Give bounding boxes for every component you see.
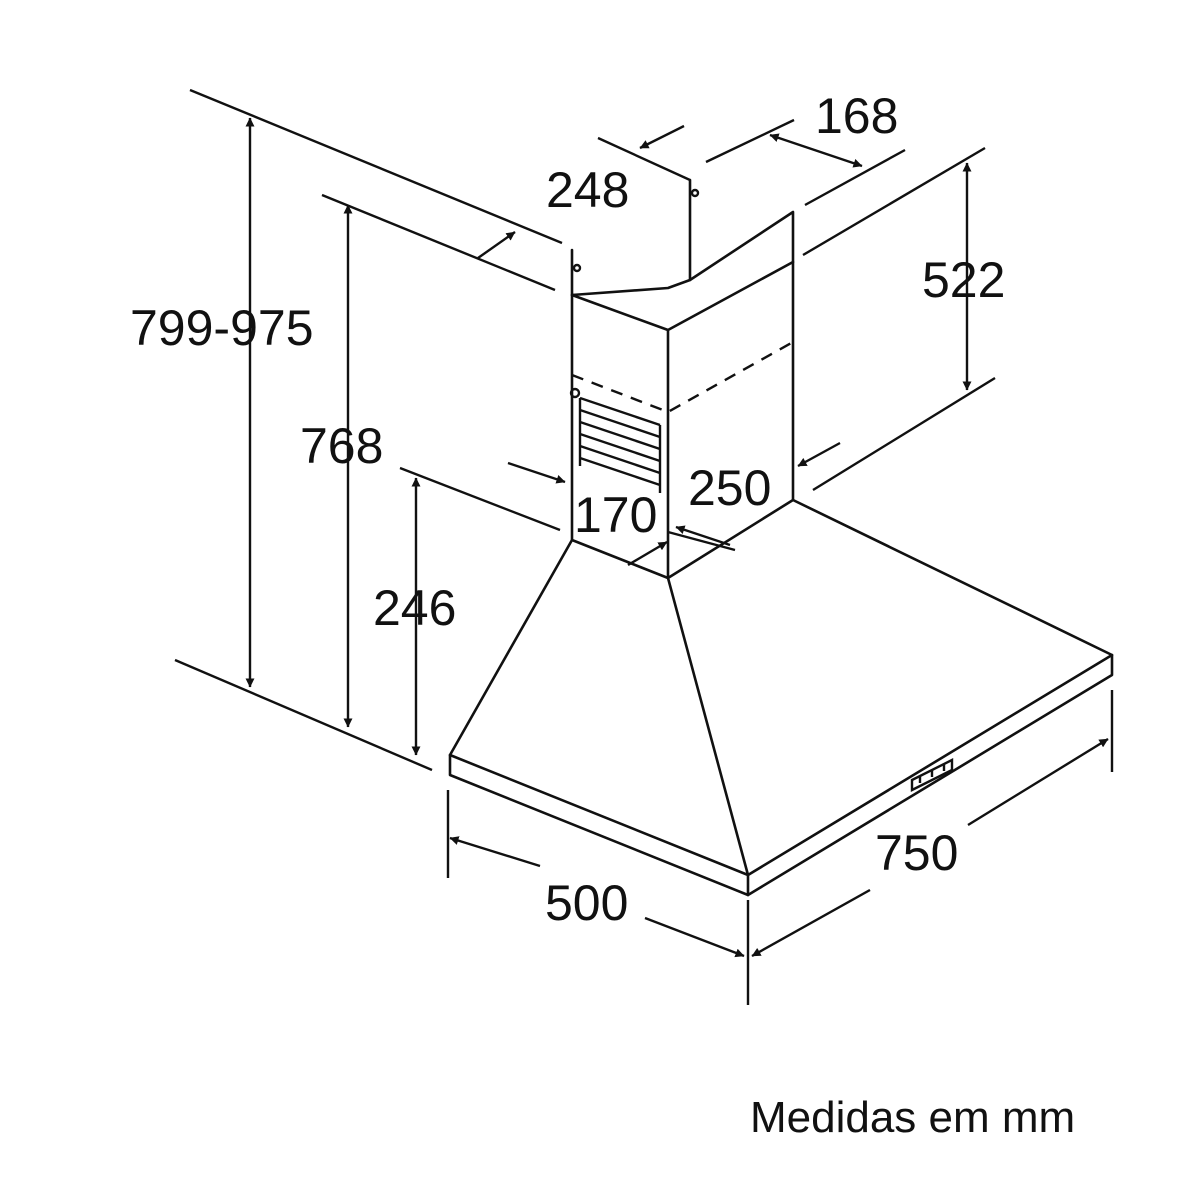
- upper-chimney-front: [688, 178, 795, 282]
- label-chimney-depth: 248: [546, 162, 629, 218]
- label-upper-chimney-height: 522: [922, 252, 1005, 308]
- vent-grille: [578, 396, 662, 493]
- side-250-right-arrow: [797, 441, 841, 468]
- canopy-side-rim: [746, 653, 1114, 897]
- depth-248-arrow: [477, 231, 516, 259]
- width-750-left-arrow: [751, 888, 871, 958]
- label-hood-width: 750: [875, 825, 958, 881]
- label-total-height: 799-975: [130, 300, 314, 356]
- label-chimney-height: 768: [300, 418, 383, 474]
- chimney-overlap-line: [571, 340, 794, 414]
- depth-500-right-arrow: [644, 916, 745, 958]
- label-hood-depth: 500: [545, 875, 628, 931]
- side-250-left-arrow: [675, 525, 731, 547]
- canopy-side: [746, 498, 1114, 877]
- width-168-arrow: [769, 133, 863, 168]
- width-750-right-arrow: [967, 737, 1109, 827]
- extension-lines: [174, 88, 1114, 1005]
- chimney-edge: [570, 293, 670, 332]
- label-chimney-front: 170: [574, 487, 657, 543]
- front-170-left-arrow: [507, 461, 566, 484]
- hood-outline: [448, 178, 1114, 897]
- canopy-front-rim: [448, 753, 750, 897]
- screw-icon: [572, 263, 582, 273]
- upper-chimney-top: [570, 248, 692, 297]
- dimension-arrows: [245, 117, 1109, 958]
- screw-icon: [569, 387, 581, 399]
- screw-icon: [690, 188, 700, 198]
- label-canopy-height: 246: [373, 580, 456, 636]
- depth-500-left-arrow: [449, 836, 541, 868]
- label-chimney-top-width: 168: [815, 88, 898, 144]
- label-chimney-side: 250: [688, 460, 771, 516]
- control-panel-icon: [910, 758, 954, 792]
- canopy-front: [448, 538, 750, 877]
- width-168-left-arrow: [639, 124, 685, 150]
- units-note: Medidas em mm: [750, 1093, 1075, 1142]
- front-170-right-arrow: [627, 540, 668, 567]
